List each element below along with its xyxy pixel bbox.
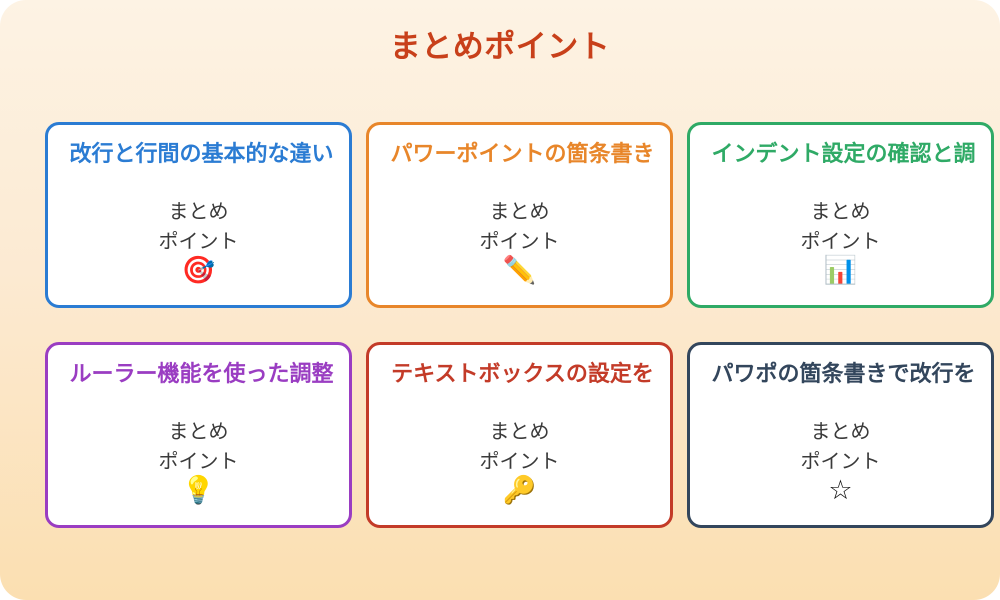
card-title: ルーラー機能を使った調整 (69, 361, 334, 386)
target-dart-icon: 🎯 (181, 255, 216, 285)
summary-card[interactable]: 改行と行間の基本的な違い まとめ ポイント 🎯 (45, 122, 352, 308)
page-title: まとめポイント (389, 29, 611, 64)
summary-card[interactable]: ルーラー機能を使った調整 まとめ ポイント 💡 (45, 342, 352, 528)
card-title: パワーポイントの箇条書き (390, 141, 655, 166)
card-body-text: まとめ ポイント (800, 421, 881, 473)
summary-card[interactable]: パワポの箇条書きで改行を まとめ ポイント ☆ (687, 342, 994, 528)
summary-card[interactable]: インデント設定の確認と調 まとめ ポイント 📊 (687, 122, 994, 308)
summary-card[interactable]: パワーポイントの箇条書き まとめ ポイント ✏️ (366, 122, 673, 308)
light-bulb-icon: 💡 (181, 475, 216, 505)
card-title: パワポの箇条書きで改行を (711, 361, 976, 386)
card-title: テキストボックスの設定を (391, 361, 654, 386)
card-body-text: まとめ ポイント (158, 421, 239, 473)
card-body-text: まとめ ポイント (479, 201, 560, 253)
card-title: 改行と行間の基本的な違い (69, 141, 334, 166)
pencil-icon: ✏️ (502, 255, 537, 285)
card-body-text: まとめ ポイント (479, 421, 560, 473)
summary-card[interactable]: テキストボックスの設定を まとめ ポイント 🔑 (366, 342, 673, 528)
bar-chart-icon: 📊 (823, 255, 858, 285)
card-title: インデント設定の確認と調 (711, 141, 976, 166)
star-icon: ☆ (828, 475, 853, 505)
key-icon: 🔑 (502, 475, 537, 505)
summary-card-grid: 改行と行間の基本的な違い まとめ ポイント 🎯 パワーポイントの箇条書き まとめ… (45, 122, 994, 530)
card-body-text: まとめ ポイント (800, 201, 881, 253)
card-body-text: まとめ ポイント (158, 201, 239, 253)
